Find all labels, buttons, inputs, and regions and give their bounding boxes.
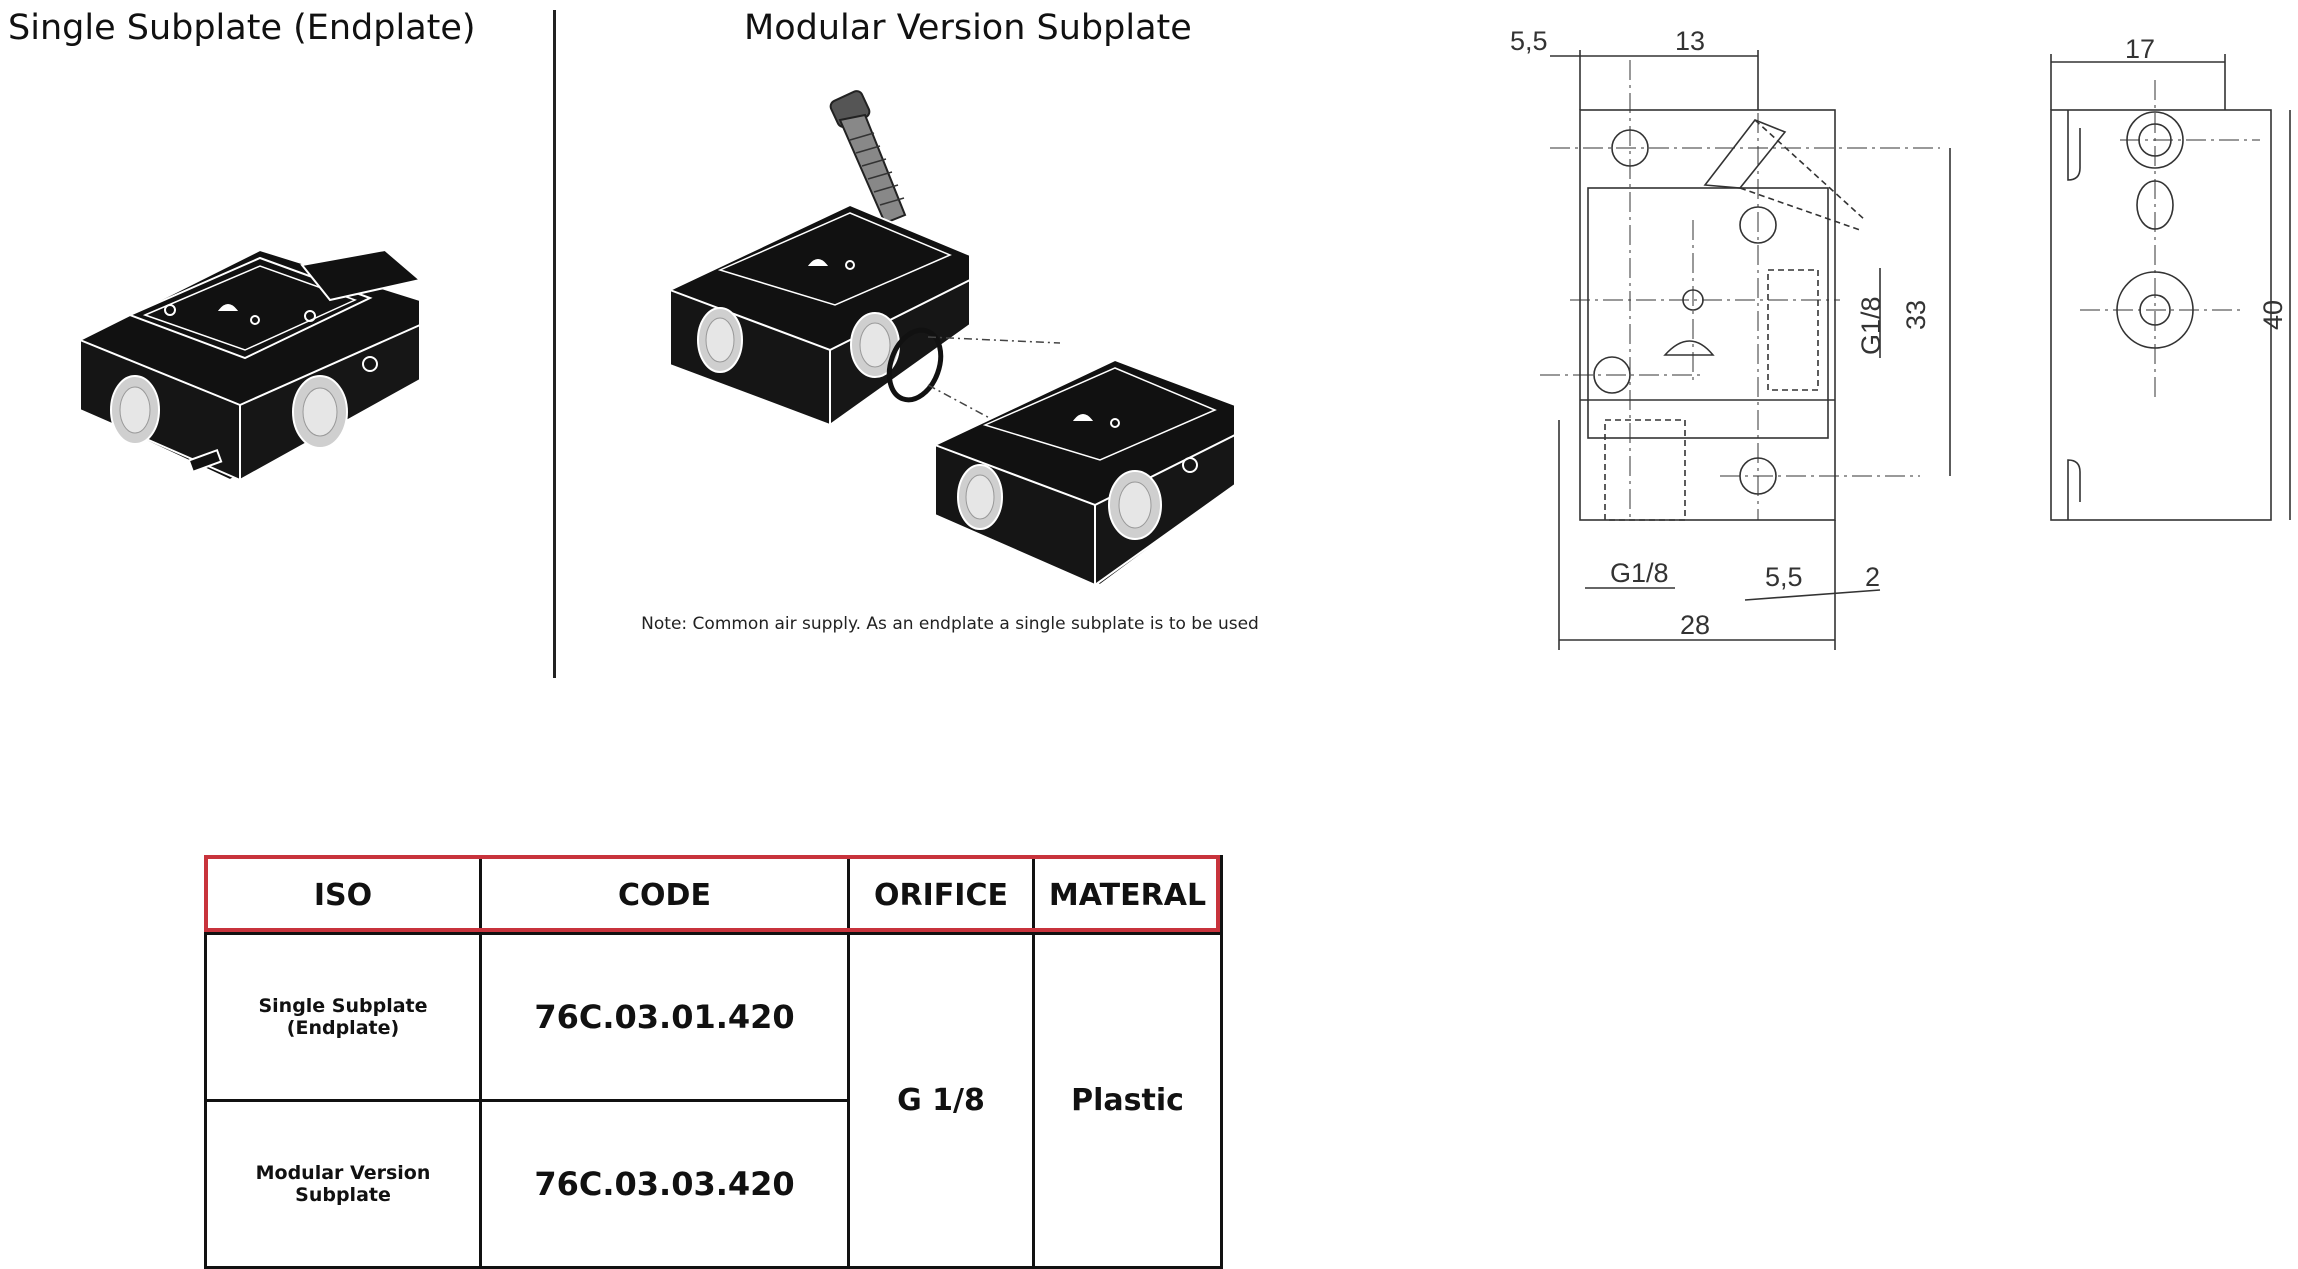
iso-cell: Single Subplate (Endplate)	[204, 932, 482, 1102]
dim-5-5-top: 5,5	[1510, 26, 1548, 56]
dim-g18-bottom: G1/8	[1610, 558, 1669, 588]
side-view-outline	[2050, 109, 2272, 521]
front-view-outline	[1579, 109, 1836, 521]
orifice-cell: G 1/8	[847, 932, 1035, 1269]
code-cell: 76C.03.01.420	[479, 932, 850, 1102]
panel-divider	[553, 10, 556, 678]
dim-5-5-bottom: 5,5	[1765, 562, 1803, 592]
modular-subplate-illustration	[669, 90, 1236, 587]
dim-2: 2	[1865, 562, 1880, 592]
assembly-note: Note: Common air supply. As an endplate …	[641, 614, 1259, 634]
technical-drawing: 5,5 13 33 G1/8 G1/8 5,5 2 28 17 40	[1510, 26, 2291, 650]
single-subplate-title: Single Subplate (Endplate)	[8, 8, 476, 48]
spec-table: ISO CODE ORIFICE MATERAL Single Subplate…	[204, 855, 1223, 1269]
header-code: CODE	[479, 855, 850, 935]
single-subplate-illustration	[79, 248, 423, 482]
screw-icon	[829, 90, 907, 225]
dim-28: 28	[1680, 610, 1710, 640]
dim-40: 40	[2258, 300, 2288, 330]
iso-cell: Modular Version Subplate	[204, 1099, 482, 1269]
dim-13: 13	[1675, 26, 1705, 56]
header-iso: ISO	[204, 855, 482, 935]
dim-17: 17	[2125, 34, 2155, 64]
table-header-row: ISO CODE ORIFICE MATERAL	[204, 855, 1223, 935]
material-cell: Plastic	[1032, 932, 1223, 1269]
header-orifice: ORIFICE	[847, 855, 1035, 935]
modular-subplate-title: Modular Version Subplate	[744, 8, 1192, 48]
dim-33: 33	[1901, 300, 1931, 330]
header-material: MATERAL	[1032, 855, 1223, 935]
table-row: Single Subplate (Endplate) 76C.03.01.420…	[204, 932, 1223, 1269]
dim-g18-side: G1/8	[1856, 296, 1886, 355]
code-cell: 76C.03.03.420	[479, 1099, 850, 1269]
